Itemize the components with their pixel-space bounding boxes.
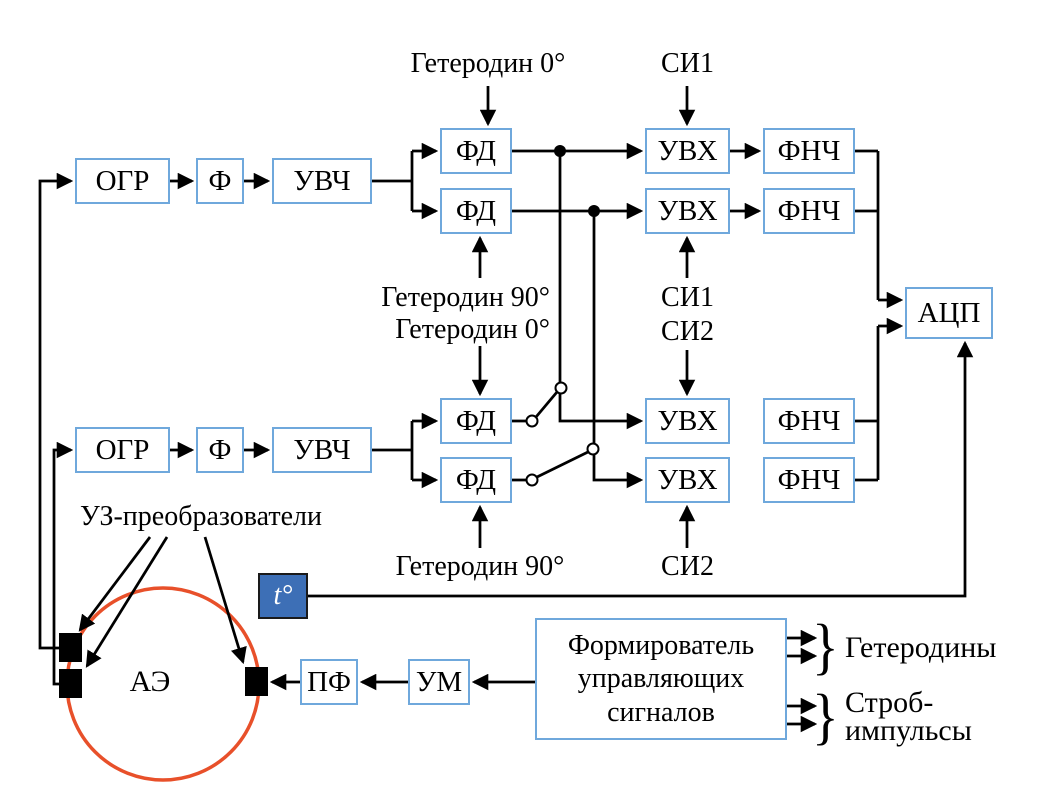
label-strobe-line1: Строб- (845, 686, 934, 719)
block-lpf-1: ФНЧ (763, 128, 855, 174)
block-filter-1: Ф (196, 158, 244, 204)
brace-heterodynes: } (812, 613, 839, 681)
block-sample-hold-4: УВХ (645, 457, 730, 503)
block-adc: АЦП (905, 287, 993, 339)
block-lpf-2: ФНЧ (763, 188, 855, 234)
block-sample-hold-1: УВХ (645, 128, 730, 174)
transducer-square-1 (59, 633, 82, 662)
junction-dot-channel1 (554, 145, 566, 157)
block-sample-hold-3: УВХ (645, 398, 730, 444)
switch1-contact-b (554, 381, 568, 395)
transducer-square-3 (245, 667, 268, 696)
label-heterodyne-0-top: Гетеродин 0° (410, 48, 566, 79)
switch2-contact-b (586, 442, 600, 456)
label-si1-mid: СИ1 (661, 282, 714, 313)
former-line-2: управляющих (577, 663, 745, 695)
block-phase-det-4: ФД (440, 457, 512, 503)
block-lpf-4: ФНЧ (763, 457, 855, 503)
block-temp-sensor: t° (258, 573, 308, 619)
junction-dots (554, 145, 600, 217)
label-heterodyne-90-mid: Гетеродин 90° (381, 282, 550, 313)
block-sample-hold-2: УВХ (645, 188, 730, 234)
block-limiter-1: ОГР (75, 158, 170, 204)
block-bandpass-filter: ПФ (300, 659, 358, 705)
switch2-contact-a (525, 473, 539, 487)
former-line-3: сигналов (607, 696, 715, 728)
switch-contacts (525, 381, 600, 487)
switch1-contact-a (525, 414, 539, 428)
block-phase-det-3: ФД (440, 398, 512, 444)
connector-lines (38, 86, 974, 733)
label-heterodyne-0-mid: Гетеродин 0° (395, 314, 550, 345)
label-strobe-line2: импульсы (845, 714, 972, 747)
brace-strobe-pulses: } (812, 683, 839, 751)
label-heterodyne-90-bottom: Гетеродин 90° (395, 551, 565, 582)
block-lpf-3: ФНЧ (763, 398, 855, 444)
former-line-1: Формирователь (567, 630, 755, 662)
label-ae-object: АЭ (129, 665, 171, 698)
block-filter-2: Ф (196, 427, 244, 473)
label-si2-mid: СИ2 (661, 316, 714, 347)
block-power-amp: УМ (408, 659, 470, 705)
block-hf-amp-1: УВЧ (272, 158, 372, 204)
block-phase-det-1: ФД (440, 128, 512, 174)
transducer-square-2 (59, 669, 82, 698)
label-si2-bottom: СИ2 (661, 551, 714, 582)
label-heterodynes: Гетеродины (845, 631, 997, 664)
block-hf-amp-2: УВЧ (272, 427, 372, 473)
transducer-squares (59, 633, 268, 698)
label-si1-top: СИ1 (661, 48, 714, 79)
junction-dot-channel2 (588, 205, 600, 217)
block-control-signal-former: Формирователь управляющих сигналов (535, 618, 787, 740)
label-uz-transducers: УЗ-преобразователи (80, 501, 322, 532)
block-limiter-2: ОГР (75, 427, 170, 473)
block-phase-det-2: ФД (440, 188, 512, 234)
